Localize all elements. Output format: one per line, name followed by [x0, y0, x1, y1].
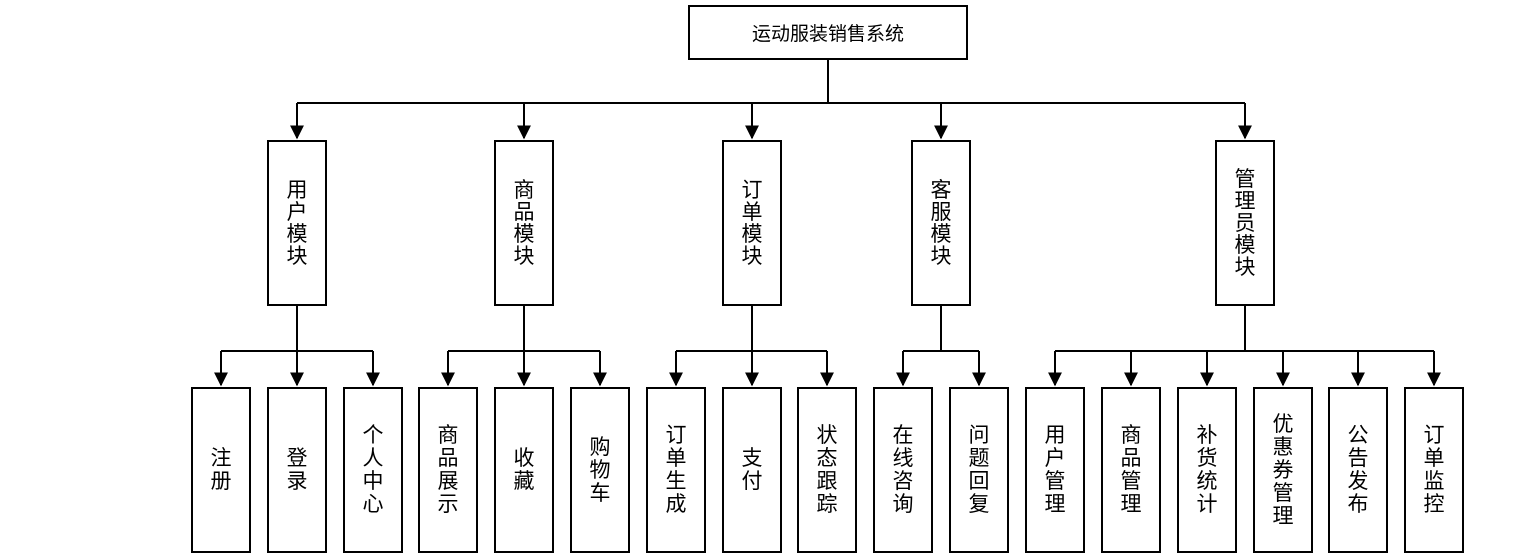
leaf-box-coupon-management: 优惠券管理 — [1253, 387, 1313, 553]
leaf-box-restock-stats: 补货统计 — [1177, 387, 1237, 553]
leaf-label-order-monitor: 订单监控 — [1423, 423, 1445, 516]
leaf-label-user-management: 用户管理 — [1044, 423, 1066, 516]
leaf-label-register: 注册 — [210, 446, 232, 493]
leaf-box-payment: 支付 — [722, 387, 782, 553]
leaf-label-favorites: 收藏 — [513, 446, 535, 493]
leaf-box-cart: 购物车 — [570, 387, 630, 553]
leaf-label-profile: 个人中心 — [362, 423, 384, 516]
module-box-order: 订单模块 — [722, 140, 782, 306]
leaf-box-favorites: 收藏 — [494, 387, 554, 553]
module-label-admin: 管理员模块 — [1234, 167, 1256, 279]
leaf-label-order-create: 订单生成 — [665, 423, 687, 516]
module-label-order: 订单模块 — [741, 178, 763, 268]
leaf-label-login: 登录 — [286, 446, 308, 493]
leaf-box-product-display: 商品展示 — [418, 387, 478, 553]
leaf-label-online-consult: 在线咨询 — [892, 423, 914, 516]
module-label-service: 客服模块 — [930, 178, 952, 268]
leaf-box-status-tracking: 状态跟踪 — [797, 387, 857, 553]
root-label: 运动服装销售系统 — [751, 23, 904, 45]
leaf-box-user-management: 用户管理 — [1025, 387, 1085, 553]
module-box-user: 用户模块 — [267, 140, 327, 306]
leaf-label-payment: 支付 — [741, 446, 763, 493]
root-box: 运动服装销售系统 — [688, 5, 968, 60]
leaf-box-order-create: 订单生成 — [646, 387, 706, 553]
leaf-label-product-management: 商品管理 — [1120, 423, 1142, 516]
leaf-box-login: 登录 — [267, 387, 327, 553]
leaf-label-restock-stats: 补货统计 — [1196, 423, 1218, 516]
leaf-label-announcement: 公告发布 — [1347, 423, 1369, 516]
leaf-box-order-monitor: 订单监控 — [1404, 387, 1464, 553]
leaf-label-cart: 购物车 — [589, 434, 611, 505]
leaf-box-question-reply: 问题回复 — [949, 387, 1009, 553]
module-box-service: 客服模块 — [911, 140, 971, 306]
leaf-label-question-reply: 问题回复 — [968, 423, 990, 516]
leaf-box-online-consult: 在线咨询 — [873, 387, 933, 553]
leaf-box-announcement: 公告发布 — [1328, 387, 1388, 553]
module-label-product: 商品模块 — [513, 178, 535, 268]
module-box-product: 商品模块 — [494, 140, 554, 306]
module-label-user: 用户模块 — [286, 178, 308, 268]
leaf-box-profile: 个人中心 — [343, 387, 403, 553]
leaf-box-register: 注册 — [191, 387, 251, 553]
leaf-box-product-management: 商品管理 — [1101, 387, 1161, 553]
leaf-label-coupon-management: 优惠券管理 — [1272, 411, 1294, 528]
module-box-admin: 管理员模块 — [1215, 140, 1275, 306]
leaf-label-status-tracking: 状态跟踪 — [816, 423, 838, 516]
leaf-label-product-display: 商品展示 — [437, 423, 459, 516]
